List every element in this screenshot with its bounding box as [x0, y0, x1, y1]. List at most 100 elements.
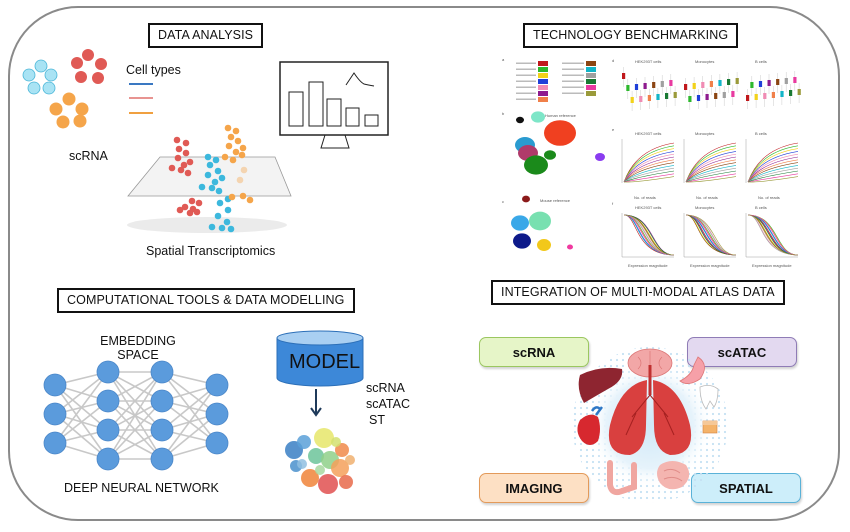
column-title: Monocytes — [695, 131, 714, 136]
network-node — [150, 389, 174, 413]
umap-cluster — [513, 233, 531, 249]
orange-cluster — [49, 92, 89, 129]
network-node — [96, 418, 120, 442]
legend-label-placeholder — [562, 68, 584, 70]
x-label: Expression magnitude — [752, 263, 792, 268]
box — [639, 96, 643, 102]
column-title: B cells — [755, 205, 767, 210]
integration-title: INTEGRATION OF MULTI-MODAL ATLAS DATA — [491, 280, 785, 305]
small-intestine-icon — [657, 461, 690, 490]
network-node — [43, 373, 67, 397]
atlas-cluster — [301, 469, 319, 487]
box — [643, 83, 647, 89]
legend-swatch — [538, 73, 548, 78]
legend-swatch — [538, 97, 548, 102]
scrna-label: scRNA — [69, 149, 108, 163]
curve — [685, 167, 737, 183]
network-edge — [161, 384, 218, 460]
panel-label: f — [612, 201, 614, 206]
cell-atlas-embedding — [285, 428, 355, 494]
modality-scrna: scRNA — [366, 381, 405, 395]
network-node — [43, 431, 67, 455]
curve — [685, 170, 737, 183]
pill-scrna-label: scRNA — [512, 344, 556, 360]
organs-illustration — [572, 347, 728, 503]
box — [705, 94, 709, 100]
legend-label-placeholder — [516, 80, 536, 82]
network-edges — [54, 371, 218, 460]
network-edge — [107, 400, 163, 460]
lungs-icon — [608, 365, 692, 455]
liver-icon — [578, 367, 623, 403]
network-edge — [161, 384, 218, 431]
box — [665, 93, 669, 99]
column-title: Monocytes — [695, 205, 714, 210]
atlas-cluster — [315, 465, 325, 475]
box — [709, 81, 713, 87]
panel-label: e — [612, 127, 615, 132]
modality-st: ST — [369, 413, 385, 427]
curve — [623, 214, 675, 256]
panel-label: d — [612, 58, 614, 63]
umap-cluster — [531, 111, 545, 123]
umap-cluster — [567, 244, 573, 250]
x-label: Expression magnitude — [628, 263, 668, 268]
model-database-icon — [276, 330, 364, 387]
umap-cluster — [511, 215, 529, 231]
legend-swatch — [586, 85, 596, 90]
network-node — [205, 402, 229, 426]
box — [784, 78, 788, 84]
legend-swatch — [538, 61, 548, 66]
network-node — [43, 402, 67, 426]
heart-icon — [577, 406, 603, 445]
skin-icon — [702, 420, 718, 434]
legend-label-placeholder — [562, 86, 584, 88]
legend-swatch — [538, 79, 548, 84]
panel-label: b — [502, 111, 505, 116]
legend-swatch — [538, 67, 548, 72]
curve — [747, 214, 799, 256]
umap-cluster — [544, 150, 556, 160]
box — [727, 79, 731, 85]
legend-label-placeholder — [516, 86, 536, 88]
curve — [623, 173, 675, 183]
atlas-cluster — [331, 437, 341, 447]
deep-neural-network-label: DEEP NEURAL NETWORK — [64, 481, 219, 495]
legend-label-placeholder — [562, 62, 584, 64]
network-node — [150, 447, 174, 471]
umap-cluster — [537, 239, 551, 251]
box — [630, 97, 634, 103]
curve — [747, 167, 799, 183]
curve — [747, 173, 799, 183]
modality-scatac: scATAC — [366, 397, 410, 411]
box — [731, 91, 735, 97]
atlas-cluster — [318, 474, 338, 494]
legend-label-placeholder — [562, 74, 584, 76]
legend-swatch — [586, 79, 596, 84]
network-edge — [54, 371, 109, 444]
panel-label: a — [502, 57, 505, 62]
cell-type-legend-lines — [129, 83, 153, 114]
box — [771, 92, 775, 98]
box — [634, 84, 639, 90]
legend-label-placeholder — [516, 74, 536, 76]
curve — [623, 176, 675, 183]
column-title: B cells — [755, 59, 767, 64]
network-node — [96, 360, 120, 384]
embedding-label-line2: SPACE — [117, 348, 159, 362]
network-node — [96, 389, 120, 413]
umap-cluster — [524, 155, 548, 175]
pill-imaging-label: IMAGING — [505, 480, 563, 496]
curve — [685, 176, 737, 183]
box — [793, 77, 797, 83]
x-label: No. of reads — [634, 195, 656, 200]
stomach-icon — [679, 356, 705, 384]
umap-cluster — [544, 120, 576, 146]
box — [647, 95, 651, 101]
box — [673, 92, 677, 98]
box — [780, 91, 784, 97]
